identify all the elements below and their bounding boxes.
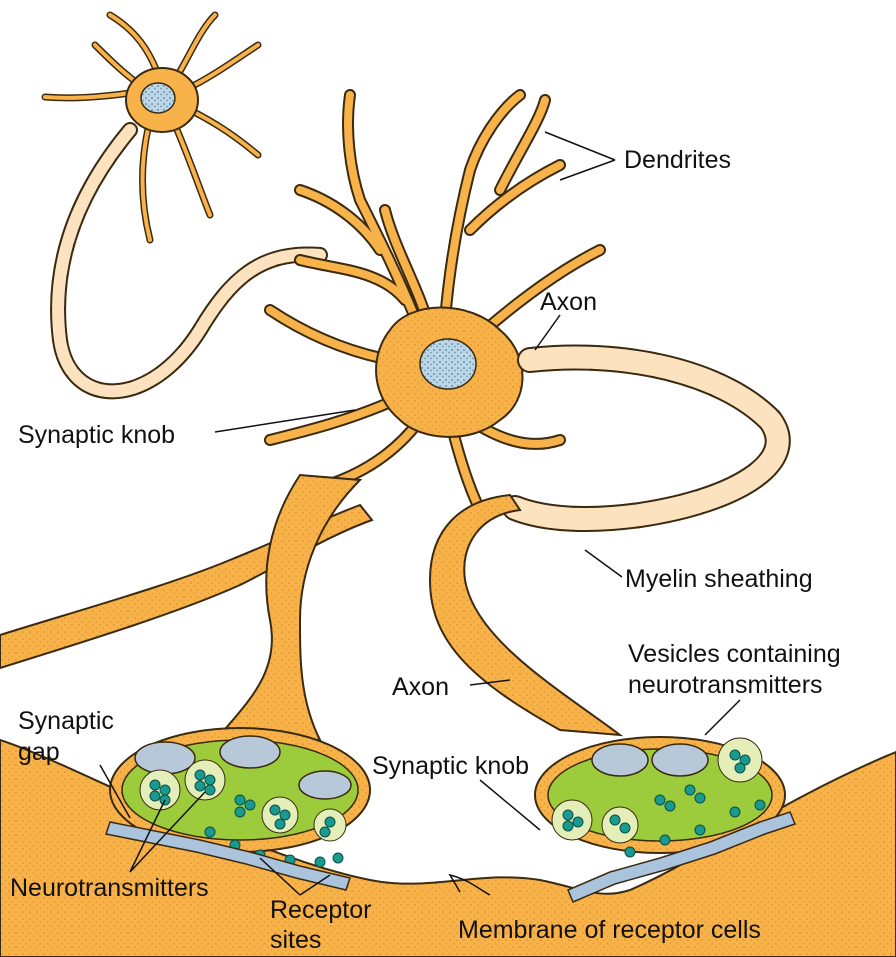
label-synaptic-knob-top: Synaptic knob [18,421,175,450]
small-neuron-nucleus [141,83,175,113]
label-vesicles-line2: neurotransmitters [628,671,823,700]
label-dendrites: Dendrites [624,146,731,175]
label-myelin-sheathing: Myelin sheathing [625,565,813,594]
label-axon-bottom: Axon [392,673,449,702]
label-synaptic-knob-bottom: Synaptic knob [372,752,529,781]
large-neuron-nucleus [420,339,476,389]
label-axon-top: Axon [540,288,597,317]
label-synaptic-gap-line1: Synaptic [18,707,114,736]
label-membrane: Membrane of receptor cells [458,916,761,945]
label-receptor-line1: Receptor [270,896,371,925]
label-neurotransmitters: Neurotransmitters [10,874,209,903]
label-receptor-line2: sites [270,926,321,955]
label-synaptic-gap-line2: gap [18,738,60,767]
label-vesicles-line1: Vesicles containing [628,640,841,669]
